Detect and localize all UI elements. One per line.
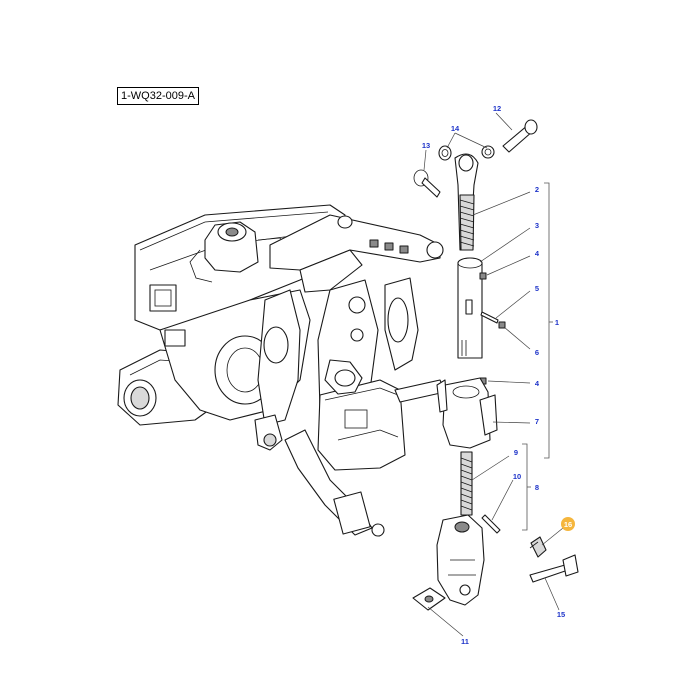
callout-4-lower: 4: [535, 379, 540, 388]
callout-9: 9: [514, 448, 518, 457]
part-7-handle-collar: [436, 377, 498, 449]
top-link-assembly: [412, 119, 579, 611]
callout-5: 5: [535, 284, 539, 293]
callout-2: 2: [535, 185, 539, 194]
callout-3: 3: [535, 221, 539, 230]
callout-11: 11: [461, 637, 469, 646]
reference-code-label: 1-WQ32-009-A: [117, 87, 199, 105]
part-2-threaded-end: [454, 153, 479, 251]
callout-8: 8: [535, 483, 539, 492]
callout-13: 13: [422, 141, 430, 150]
callout-15: 15: [557, 610, 565, 619]
part-6-nut: [498, 321, 506, 329]
part-14-washer: [438, 145, 495, 161]
callout-14: 14: [451, 124, 460, 133]
callout-12: 12: [493, 104, 501, 113]
part-11-lock-plate: [412, 587, 446, 611]
part-3-tube: [457, 257, 483, 359]
part-4-nut-upper: [479, 272, 487, 280]
callout-7: 7: [535, 417, 539, 426]
part-13-clip: [413, 169, 441, 198]
part-16-clip: [529, 536, 547, 558]
callout-10: 10: [513, 472, 521, 481]
grouping-brackets: [522, 182, 553, 531]
leader-lines: [423, 112, 564, 637]
part-9-threaded-rod: [460, 451, 473, 516]
callout-1: 1: [555, 318, 559, 327]
callout-numbers: 12 14 13 2 3 4 5 1 6 4 7 9 10 8 16 15 11: [422, 104, 575, 646]
callout-16: 16: [564, 520, 572, 529]
part-12-pin: [502, 119, 538, 153]
tractor-rear-housing: [117, 204, 446, 537]
part-15-handle-pin: [529, 554, 579, 583]
part-10-roll-pin: [481, 514, 501, 534]
part-5-bolt: [480, 311, 499, 324]
part-lower-clevis: [436, 514, 485, 606]
callout-16-highlight: [561, 517, 575, 531]
callout-4-upper: 4: [535, 249, 540, 258]
callout-6: 6: [535, 348, 539, 357]
